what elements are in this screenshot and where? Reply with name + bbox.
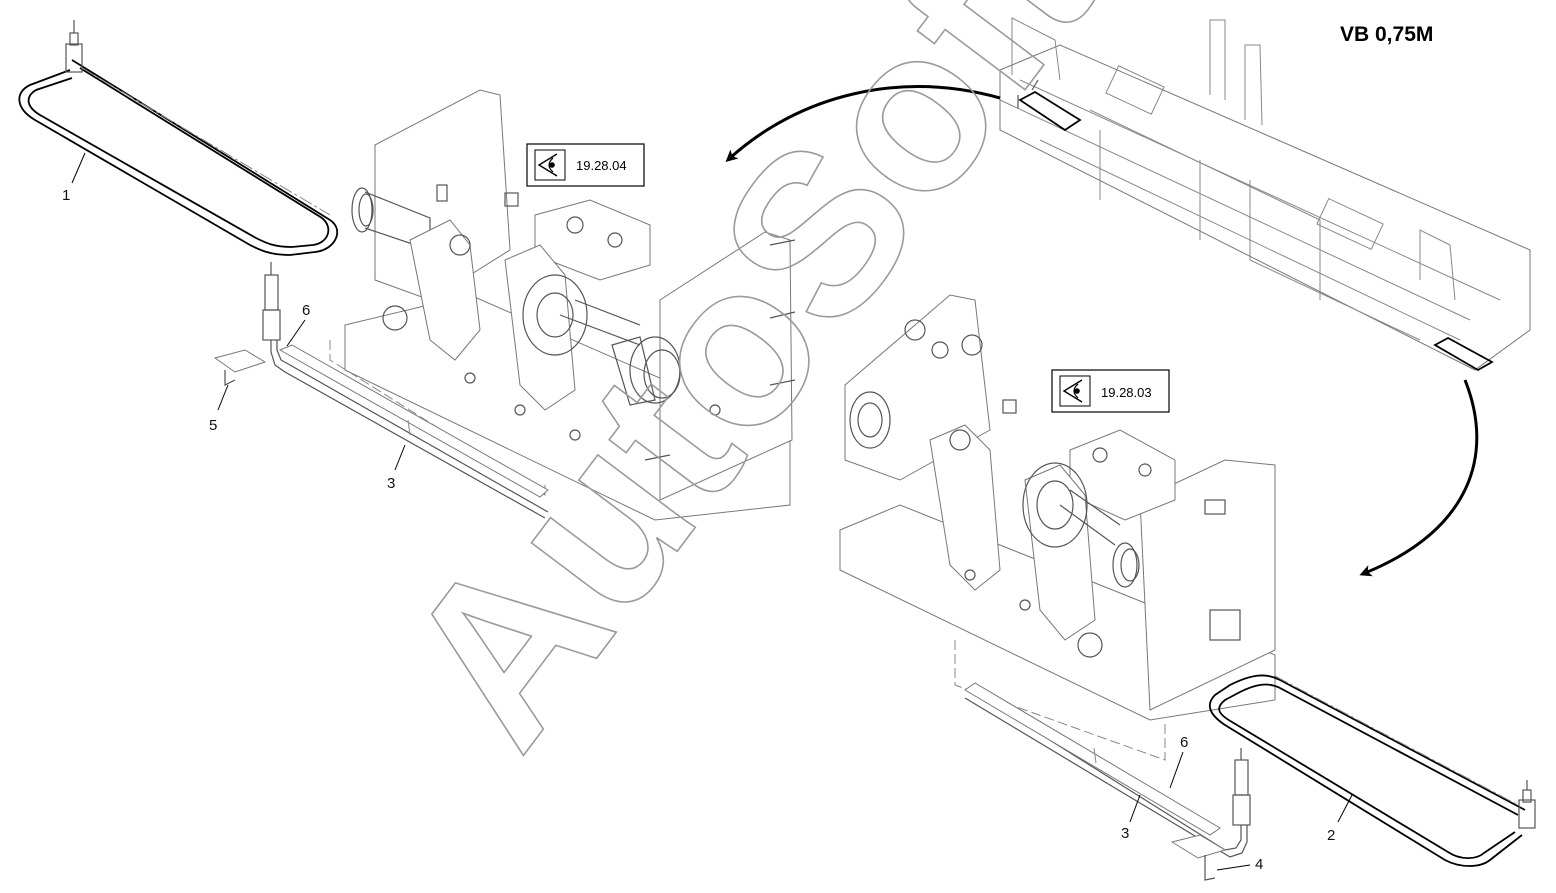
eye-icon	[537, 153, 558, 177]
view-ref-19-28-03[interactable]: 19.28.03	[1051, 369, 1170, 413]
callout-label: 4	[1255, 856, 1263, 873]
arrow-to-top-assembly	[725, 85, 1001, 163]
part-4-sensor-bracket	[964, 689, 1251, 881]
view-ref-label: 19.28.03	[1101, 385, 1152, 400]
callout-3-right[interactable]: 3	[1121, 794, 1141, 842]
callout-2[interactable]: 2	[1327, 794, 1353, 844]
callout-label: 5	[209, 417, 217, 434]
view-ref-19-28-04[interactable]: 19.28.04	[526, 143, 645, 187]
part-3-6-bar-left	[278, 344, 549, 498]
lower-assembly	[839, 294, 1276, 761]
callout-4[interactable]: 4	[1216, 856, 1263, 873]
part-3-6-bar-right	[964, 682, 1221, 836]
callout-5[interactable]: 5	[209, 384, 229, 434]
callout-label: 1	[62, 187, 70, 204]
callout-3-left[interactable]: 3	[387, 444, 406, 492]
arrow-to-bottom-assembly	[1359, 379, 1479, 577]
machine-overview	[999, 17, 1531, 372]
callout-label: 6	[302, 302, 310, 319]
model-title: VB 0,75M	[1340, 23, 1433, 46]
part-5-sensor-bracket	[213, 262, 549, 519]
callout-label: 3	[1121, 825, 1129, 842]
eye-icon	[1062, 379, 1083, 403]
part-2-heating-loop	[1208, 674, 1536, 867]
callout-label: 6	[1180, 734, 1188, 751]
callout-label: 2	[1327, 827, 1335, 844]
callout-6-left[interactable]: 6	[286, 302, 310, 347]
callout-1[interactable]: 1	[62, 152, 86, 204]
view-ref-label: 19.28.04	[576, 158, 627, 173]
callout-label: 3	[387, 475, 395, 492]
part-1-heating-loop	[18, 20, 339, 256]
upper-assembly	[329, 89, 796, 521]
callout-6-right[interactable]: 6	[1169, 734, 1188, 789]
